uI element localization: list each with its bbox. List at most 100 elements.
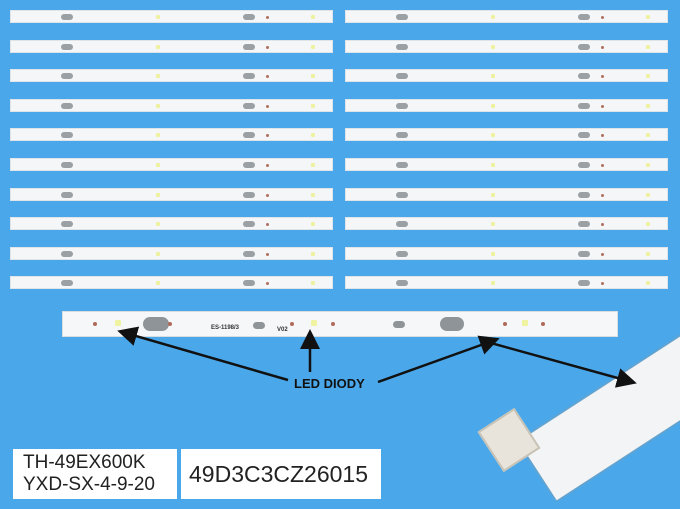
led-diode — [491, 103, 495, 108]
mount-hole — [243, 14, 255, 20]
led-strip — [10, 10, 333, 23]
led-diode — [646, 163, 650, 167]
mount-hole — [578, 102, 590, 109]
led-diode — [646, 192, 650, 197]
led-diode — [311, 192, 315, 197]
solder-pad — [601, 252, 604, 256]
led-diode — [491, 281, 495, 286]
mount-hole — [396, 14, 408, 20]
mount-hole — [61, 250, 73, 257]
mount-hole — [61, 43, 73, 50]
solder-pad — [601, 16, 604, 19]
led-diode — [646, 251, 650, 256]
led-strip — [345, 69, 668, 83]
version-code: V02 — [277, 327, 288, 333]
led-diode — [311, 251, 315, 256]
mount-hole — [578, 162, 590, 168]
solder-pad — [266, 16, 269, 19]
mount-hole — [61, 14, 73, 20]
led-diode — [646, 133, 650, 138]
led-strip — [10, 128, 333, 142]
solder-pad — [601, 134, 604, 138]
led-strip — [10, 246, 333, 260]
solder-pad — [266, 164, 269, 167]
mount-hole — [61, 102, 73, 109]
led-diode — [311, 103, 315, 108]
solder-pad — [266, 252, 269, 256]
mount-hole — [396, 43, 408, 50]
led-diode — [156, 44, 160, 49]
solder-pad — [601, 223, 604, 227]
led-diode — [156, 222, 160, 227]
led-strip — [10, 187, 333, 201]
mount-hole — [578, 250, 590, 257]
led-diode — [311, 74, 315, 79]
led-diode — [491, 163, 495, 167]
led-strip-large: ES-1198/3 V02 — [62, 311, 618, 337]
mount-hole — [61, 132, 73, 139]
led-diode — [646, 222, 650, 227]
led-diode — [646, 103, 650, 108]
mount-hole — [61, 280, 73, 287]
mount-hole — [578, 14, 590, 20]
led-strip — [10, 158, 333, 171]
mount-hole — [61, 73, 73, 80]
led-strip — [345, 98, 668, 112]
solder-pad — [266, 134, 269, 138]
mount-hole — [143, 317, 169, 331]
mount-hole — [61, 221, 73, 228]
led-strip — [10, 39, 333, 53]
led-diode — [491, 192, 495, 197]
mount-hole — [396, 132, 408, 139]
mount-hole — [578, 221, 590, 228]
mount-hole — [243, 280, 255, 287]
led-diode — [311, 281, 315, 286]
mount-hole — [396, 73, 408, 80]
mount-hole — [396, 221, 408, 228]
led-diode — [156, 133, 160, 138]
mount-hole — [396, 191, 408, 198]
led-strip — [345, 246, 668, 260]
mount-hole — [396, 280, 408, 287]
led-diody-label: LED DIODY — [294, 376, 365, 391]
mount-hole — [578, 280, 590, 287]
led-diode — [156, 103, 160, 108]
solder-pad — [266, 193, 269, 197]
mount-hole — [440, 317, 464, 331]
solder-pad — [601, 164, 604, 167]
led-diode — [156, 281, 160, 286]
led-strip — [345, 276, 668, 290]
led-diode — [491, 222, 495, 227]
mount-hole — [396, 102, 408, 109]
solder-pad — [331, 322, 335, 326]
led-strip — [345, 187, 668, 201]
mount-hole — [253, 322, 265, 329]
part-number-label: 49D3C3CZ26015 — [181, 449, 381, 499]
solder-pad — [601, 75, 604, 79]
led-strip — [10, 69, 333, 83]
led-strip — [10, 276, 333, 290]
led-diode — [311, 320, 317, 326]
led-strip — [345, 158, 668, 171]
solder-pad — [266, 75, 269, 79]
solder-pad — [503, 322, 507, 326]
mount-hole — [243, 221, 255, 228]
mount-hole — [393, 321, 405, 328]
mount-hole — [243, 162, 255, 168]
arrow — [479, 338, 637, 388]
led-diode — [522, 320, 528, 326]
model-line-1: TH-49EX600K — [23, 452, 146, 473]
led-diode — [156, 163, 160, 167]
solder-pad — [266, 104, 269, 108]
mount-hole — [396, 250, 408, 257]
solder-pad — [601, 45, 604, 49]
led-strip — [345, 217, 668, 231]
model-code: ES-1198/3 — [211, 325, 240, 331]
led-diode — [491, 74, 495, 79]
led-diode — [156, 15, 160, 19]
arrow — [377, 335, 500, 384]
solder-pad — [601, 104, 604, 108]
solder-pad — [168, 322, 172, 326]
solder-pad — [266, 223, 269, 227]
